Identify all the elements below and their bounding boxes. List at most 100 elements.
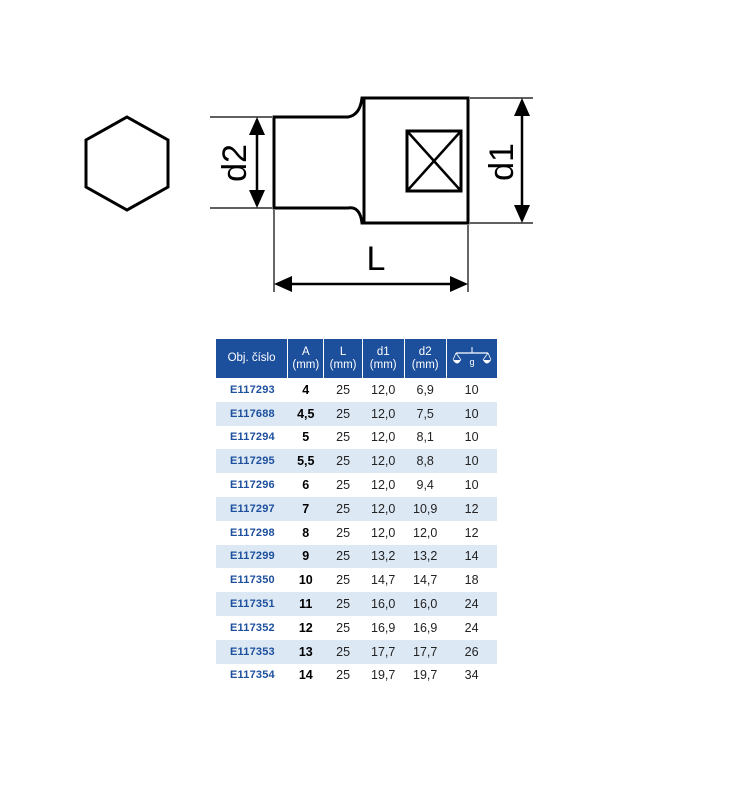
- cell-l: 25: [323, 639, 363, 664]
- cell-a: 5,5: [287, 449, 324, 474]
- cell-code: E117294: [230, 431, 275, 444]
- header-a: A(mm): [287, 339, 325, 378]
- l-arrow-right: [450, 276, 468, 292]
- socket-technical-drawing: d2 d1 L: [84, 96, 533, 292]
- cell-weight: 24: [446, 592, 497, 616]
- d2-arrow-bottom: [249, 190, 265, 208]
- socket-side-view: [272, 96, 470, 225]
- cell-l: 25: [323, 449, 363, 474]
- cell-l: 25: [323, 496, 363, 521]
- cell-code: E117295: [216, 449, 288, 474]
- header-l: L(mm): [323, 339, 363, 378]
- cell-l: 25: [323, 592, 363, 616]
- cell-d2: 16,0: [404, 592, 447, 616]
- cell-d1: 16,0: [362, 592, 405, 616]
- cell-code: E117299: [216, 544, 288, 569]
- cell-code: E117350: [230, 574, 275, 587]
- cell-a: 8: [302, 525, 310, 540]
- cell-d1: 12,0: [371, 382, 396, 397]
- cell-d1: 12,0: [362, 449, 405, 474]
- header-d2: d2(mm): [404, 339, 447, 378]
- cell-code: E117297: [216, 496, 288, 521]
- hexagon-end-view: [84, 115, 170, 212]
- cell-a: 7: [287, 496, 324, 521]
- cell-a: 12: [298, 620, 313, 635]
- header-d1: d1(mm): [362, 339, 405, 378]
- cell-l: 25: [336, 573, 351, 588]
- table-row: E117354 14 25 19,7 19,7 34: [216, 664, 497, 688]
- cell-d2: 19,7: [413, 668, 438, 683]
- cell-d2: 8,1: [416, 430, 434, 445]
- header-weight: g: [446, 339, 497, 378]
- header-d1-unit: (mm): [369, 358, 397, 371]
- cell-code: E117351: [216, 592, 288, 616]
- header-d1-label: d1: [376, 345, 390, 358]
- cell-d1: 17,7: [362, 639, 405, 664]
- cell-weight: 18: [464, 573, 479, 588]
- cell-l: 25: [323, 401, 363, 426]
- cell-weight: 10: [464, 382, 479, 397]
- cell-l: 25: [323, 544, 363, 569]
- l-arrow-left: [274, 276, 292, 292]
- cell-a: 6: [302, 478, 310, 493]
- cell-l: 25: [336, 668, 351, 683]
- cell-weight: 10: [464, 478, 479, 493]
- cell-code: E117296: [230, 479, 275, 492]
- cell-a: 5: [302, 430, 310, 445]
- square-drive-cross-b: [406, 130, 462, 192]
- header-a-label: A: [301, 345, 310, 358]
- cell-a: 14: [298, 668, 313, 683]
- cell-l: 25: [336, 430, 351, 445]
- cell-weight: 10: [446, 401, 497, 426]
- header-l-label: L: [339, 345, 347, 358]
- cell-weight: 24: [464, 620, 479, 635]
- cell-d2: 13,2: [404, 544, 447, 569]
- cell-code: E117352: [230, 621, 275, 634]
- cell-d1: 16,9: [371, 620, 396, 635]
- cell-a: 4: [302, 382, 310, 397]
- cell-d1: 12,0: [371, 430, 396, 445]
- d2-label: d2: [216, 144, 254, 182]
- header-code-label: Obj. číslo: [227, 352, 276, 364]
- header-a-unit: (mm): [292, 358, 320, 371]
- cell-d2: 7,5: [404, 401, 447, 426]
- cell-d1: 14,7: [371, 573, 396, 588]
- cell-d2: 12,0: [413, 525, 438, 540]
- cell-d1: 12,0: [362, 496, 405, 521]
- cell-code: E117298: [230, 526, 275, 539]
- header-d2-label: d2: [418, 345, 432, 358]
- cell-code: E117354: [230, 669, 275, 682]
- cell-d1: 12,0: [371, 478, 396, 493]
- cell-l: 25: [336, 478, 351, 493]
- cell-d2: 10,9: [404, 496, 447, 521]
- cell-d2: 8,8: [404, 449, 447, 474]
- header-d2-unit: (mm): [411, 358, 439, 371]
- cell-a: 11: [287, 592, 324, 616]
- cell-d1: 19,7: [371, 668, 396, 683]
- cell-weight: 12: [446, 496, 497, 521]
- cell-d2: 16,9: [413, 620, 438, 635]
- table-row: E117352 12 25 16,9 16,9 24: [216, 616, 497, 640]
- cell-weight: 34: [464, 668, 479, 683]
- specification-table: Obj. číslo A(mm) L(mm) d1(mm) d2(mm) g: [216, 339, 497, 687]
- cell-a: 13: [287, 639, 324, 664]
- l-label: L: [367, 240, 386, 278]
- d1-label: d1: [483, 143, 521, 181]
- cell-weight: 26: [446, 639, 497, 664]
- cell-d1: 12,0: [371, 525, 396, 540]
- cell-d2: 17,7: [404, 639, 447, 664]
- d1-arrow-bottom: [514, 205, 530, 223]
- cell-d1: 13,2: [362, 544, 405, 569]
- cell-weight: 14: [446, 544, 497, 569]
- cell-l: 25: [336, 620, 351, 635]
